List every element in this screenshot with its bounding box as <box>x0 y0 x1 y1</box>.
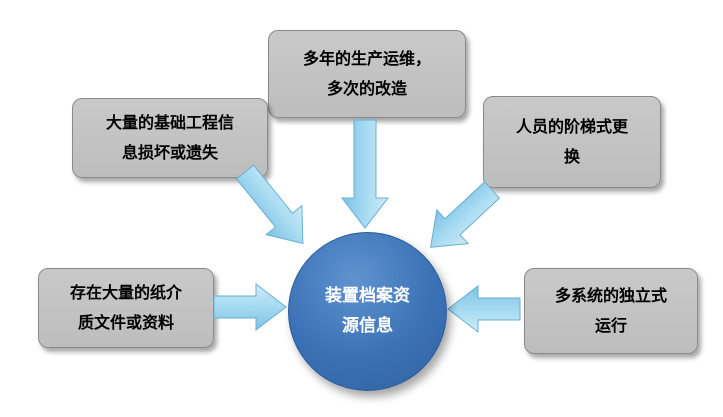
cause-box-top-line-2: 多次的改造 <box>326 79 407 98</box>
arrow-upper-right-to-center <box>429 181 501 248</box>
cause-box-right: 多系统的独立式 运行 <box>524 268 698 354</box>
arrow-left-to-center <box>213 282 287 332</box>
cause-box-upper-right-line-1: 人员的阶梯式更 <box>515 116 628 136</box>
arrow-upper-left-to-center <box>235 164 304 245</box>
arrow-top-to-center <box>340 119 390 229</box>
cause-box-right-line-1: 多系统的独立式 <box>554 285 667 305</box>
center-circle-line-2: 源信息 <box>342 315 393 336</box>
cause-box-upper-right-line-2: 换 <box>563 147 580 166</box>
cause-box-top: 多年的生产运维， 多次的改造 <box>268 30 466 118</box>
cause-box-top-line-1: 多年的生产运维， <box>302 48 431 68</box>
cause-box-left: 存在大量的纸介 质文件或资料 <box>38 268 214 348</box>
cause-box-right-line-2: 运行 <box>594 316 627 335</box>
center-circle-line-1: 装置档案资 <box>325 285 410 306</box>
arrow-right-to-center <box>447 284 521 334</box>
cause-box-upper-left-line-1: 大量的基础工程信 <box>105 112 234 132</box>
cause-box-upper-left: 大量的基础工程信 息损坏或遗失 <box>72 98 268 178</box>
cause-box-left-line-1: 存在大量的纸介 <box>69 282 182 302</box>
cause-box-upper-right: 人员的阶梯式更 换 <box>483 96 661 188</box>
cause-box-upper-left-line-2: 息损坏或遗失 <box>121 143 218 162</box>
cause-box-left-line-2: 质文件或资料 <box>77 313 174 332</box>
center-circle: 装置档案资 源信息 <box>288 232 447 391</box>
